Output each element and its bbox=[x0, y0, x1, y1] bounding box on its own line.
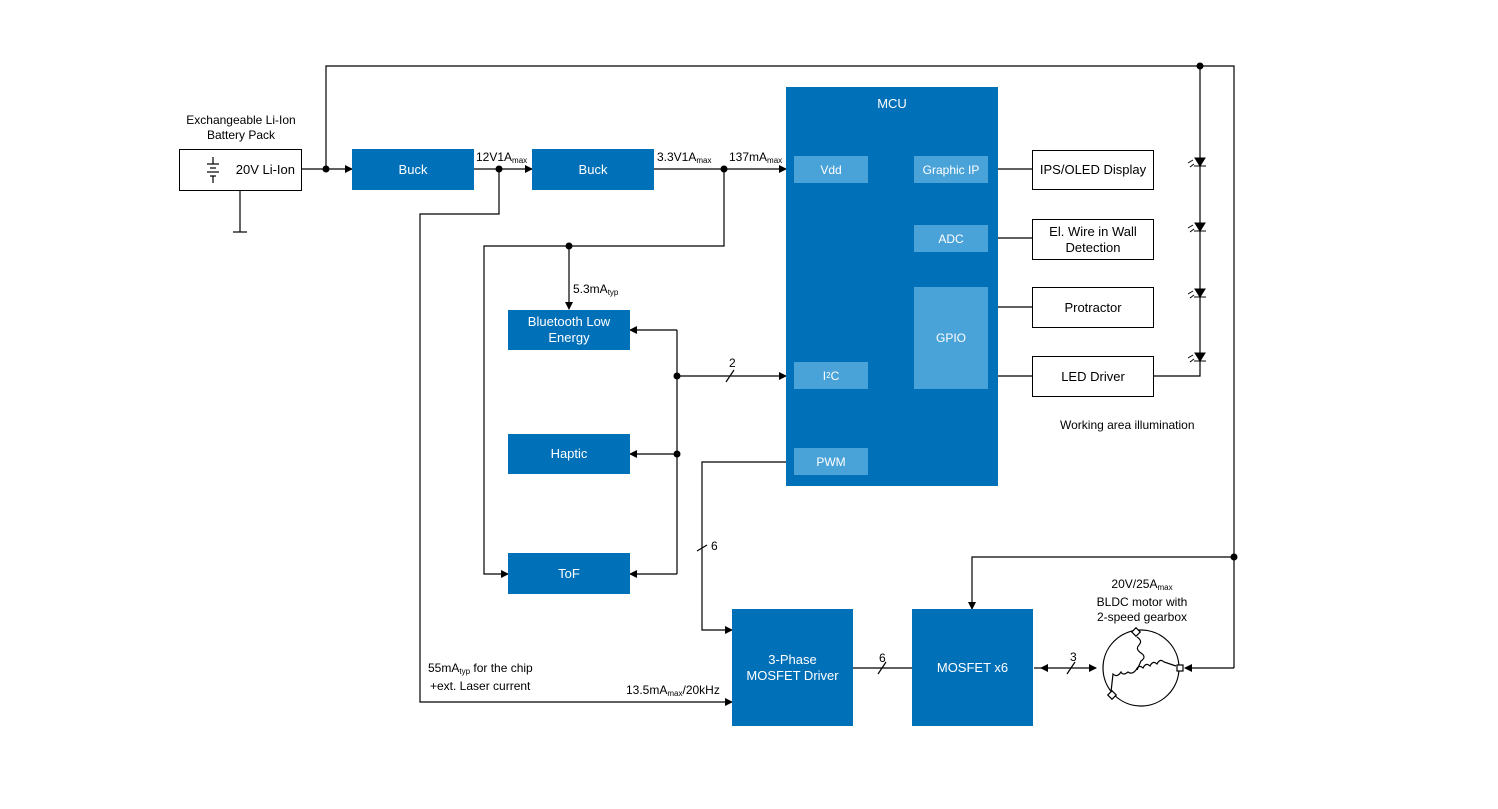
ble-line1: Bluetooth Low bbox=[527, 314, 611, 329]
ble-line2: Energy bbox=[548, 330, 590, 345]
buck2-label: Buck bbox=[578, 161, 608, 177]
buck1-label: Buck bbox=[398, 161, 428, 177]
motor-label: 20V/25Amax BLDC motor with 2-speed gearb… bbox=[1086, 577, 1198, 625]
motor-icon bbox=[1102, 626, 1184, 707]
led-driver-box: LED Driver bbox=[1032, 356, 1154, 397]
graphic-ip-port: Graphic IP bbox=[914, 156, 988, 183]
laser-current-sub: typ bbox=[459, 667, 471, 676]
display-box: IPS/OLED Display bbox=[1032, 150, 1154, 190]
tof-supply-wire bbox=[483, 169, 725, 578]
i2c-label-pre: I bbox=[822, 368, 827, 383]
mosfet-driver-block: 3-Phase MOSFET Driver bbox=[732, 609, 853, 726]
battery-title: Exchangeable Li-Ion Battery Pack bbox=[181, 113, 301, 143]
mcu-current-value: 137mA bbox=[729, 150, 768, 164]
driver-supply-label: 13.5mAmax/20kHz bbox=[626, 683, 720, 701]
i2c-bus-width: 2 bbox=[729, 356, 736, 370]
mosfet-supply-wire bbox=[968, 556, 1234, 610]
ble-current-value: 5.3mA bbox=[573, 282, 608, 296]
led-icon bbox=[1187, 157, 1206, 363]
tof-block: ToF bbox=[508, 553, 630, 594]
buck-converter-2: Buck bbox=[532, 149, 654, 190]
buck2-output-label: 3.3V1Amax bbox=[657, 150, 712, 168]
top-supply-rail bbox=[325, 65, 1235, 668]
i2c-label-post: C bbox=[830, 368, 840, 383]
led-driver-label: LED Driver bbox=[1061, 368, 1125, 384]
motor-line1: 20V/25Amax bbox=[1086, 577, 1198, 595]
wire-detection-box: El. Wire in Wall Detection bbox=[1032, 219, 1154, 260]
buck1-output-label: 12V1Amax bbox=[476, 150, 527, 168]
wire-detection-line2: Detection bbox=[1065, 239, 1121, 255]
motor-rating: 20V/25A bbox=[1111, 577, 1158, 591]
motor-line3: 2-speed gearbox bbox=[1096, 610, 1188, 624]
driver-line1: 3-Phase bbox=[768, 651, 817, 667]
motor-rating-sub: max bbox=[1157, 583, 1173, 592]
mosfet-block: MOSFET x6 bbox=[912, 609, 1033, 726]
pwm-bus bbox=[701, 461, 786, 634]
tof-label: ToF bbox=[558, 565, 580, 581]
buck1-output-sub: max bbox=[512, 156, 528, 165]
pwm-port: PWM bbox=[794, 448, 868, 475]
haptic-block: Haptic bbox=[508, 434, 630, 474]
haptic-label: Haptic bbox=[550, 446, 588, 461]
protractor-label: Protractor bbox=[1064, 299, 1122, 315]
wire-detection-line1: El. Wire in Wall bbox=[1049, 223, 1137, 239]
led-chain bbox=[1154, 66, 1201, 377]
gate-bus-width: 6 bbox=[879, 651, 886, 665]
mcu-title: MCU bbox=[877, 96, 907, 111]
mcu-current-label: 137mAmax bbox=[729, 150, 782, 168]
display-label: IPS/OLED Display bbox=[1039, 162, 1147, 177]
driver-supply-sub: max bbox=[667, 689, 683, 698]
laser-supply-wire bbox=[419, 169, 733, 706]
ble-current-label: 5.3mAtyp bbox=[573, 282, 618, 300]
vdd-port: Vdd bbox=[794, 156, 868, 183]
ble-current-sub: typ bbox=[607, 288, 619, 297]
adc-port: ADC bbox=[914, 225, 988, 252]
gpio-port: GPIO bbox=[914, 287, 988, 389]
i2c-label-sup: 2 bbox=[826, 371, 831, 380]
phase-bus-width: 3 bbox=[1070, 650, 1077, 664]
battery-icon bbox=[207, 157, 219, 183]
ble-block: Bluetooth Low Energy bbox=[508, 310, 630, 350]
illumination-label: Working area illumination bbox=[1060, 418, 1195, 432]
laser-current-label: 55mAtyp for the chip +ext. Laser current bbox=[428, 661, 533, 694]
protractor-box: Protractor bbox=[1032, 287, 1154, 328]
driver-supply-suffix: /20kHz bbox=[682, 683, 720, 697]
mosfet-label: MOSFET x6 bbox=[936, 659, 1009, 675]
battery-box: 20V Li-Ion bbox=[179, 149, 302, 191]
laser-current-value: 55mA bbox=[428, 661, 460, 675]
battery-label: 20V Li-Ion bbox=[235, 162, 295, 177]
motor-line2: BLDC motor with bbox=[1096, 595, 1188, 609]
laser-current-suffix: for the chip bbox=[470, 661, 533, 675]
mcu-current-sub: max bbox=[767, 156, 783, 165]
laser-line1: 55mAtyp for the chip bbox=[428, 661, 533, 679]
battery-title-line1: Exchangeable Li-Ion bbox=[186, 113, 296, 127]
driver-line2: MOSFET Driver bbox=[746, 667, 839, 683]
buck2-output-sub: max bbox=[696, 156, 712, 165]
buck1-output-value: 12V1A bbox=[476, 150, 513, 164]
mcu-block bbox=[786, 87, 998, 486]
buck2-output-value: 3.3V1A bbox=[657, 150, 697, 164]
buck-converter-1: Buck bbox=[352, 149, 474, 190]
pwm-bus-width: 6 bbox=[711, 539, 718, 553]
laser-line2: +ext. Laser current bbox=[430, 679, 531, 693]
battery-title-line2: Battery Pack bbox=[206, 128, 276, 142]
driver-supply-value: 13.5mA bbox=[626, 683, 668, 697]
